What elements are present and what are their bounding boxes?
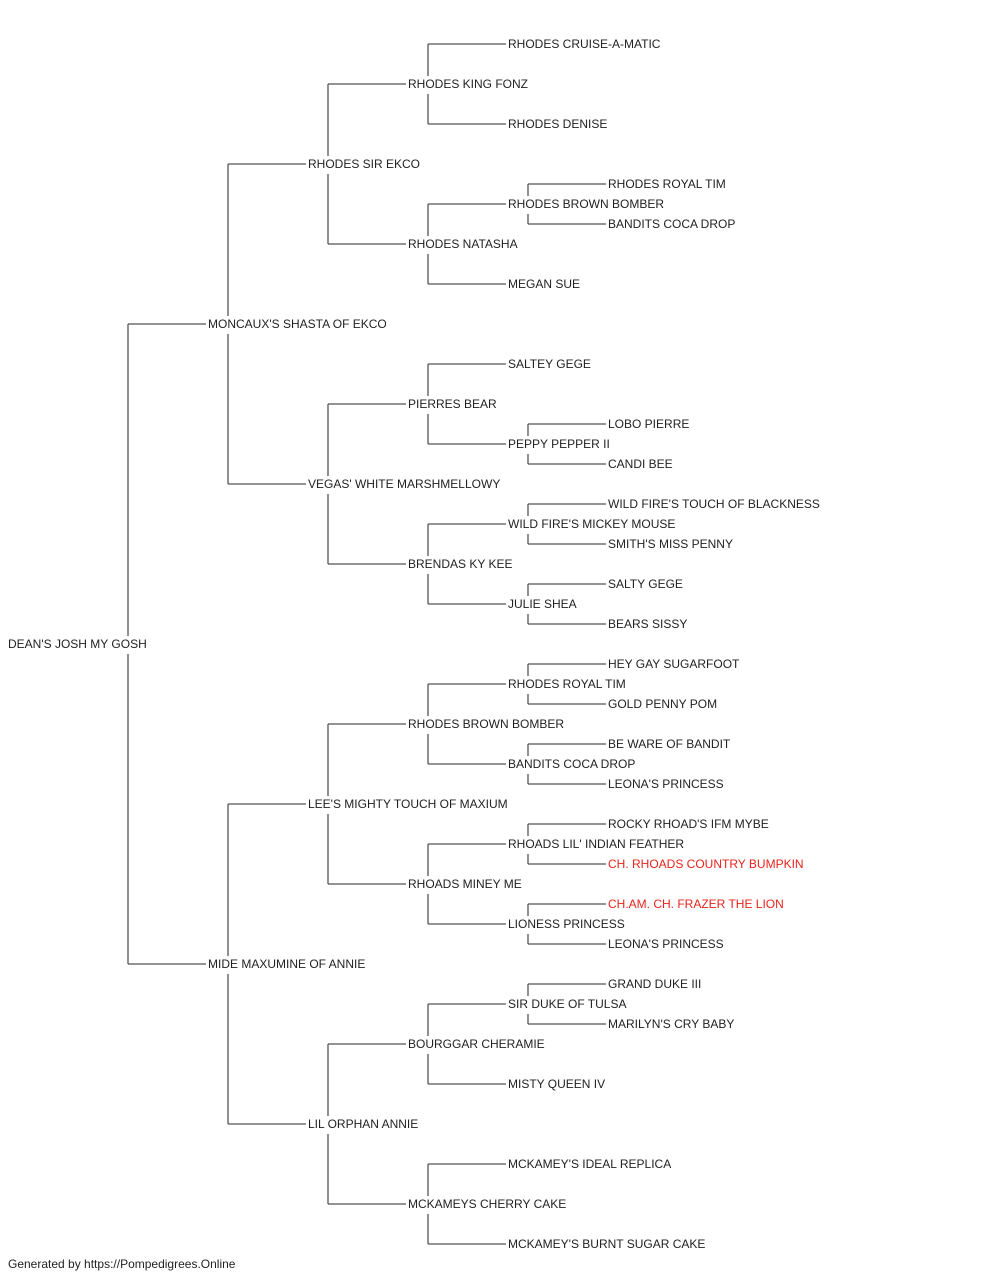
pedigree-name: CH. RHOADS COUNTRY BUMPKIN <box>608 857 804 871</box>
pedigree-name: SALTY GEGE <box>608 577 683 591</box>
pedigree-name: PEPPY PEPPER II <box>508 437 610 451</box>
pedigree-name: RHODES DENISE <box>508 117 607 131</box>
pedigree-name: MCKAMEY'S IDEAL REPLICA <box>508 1157 671 1171</box>
pedigree-name: RHODES ROYAL TIM <box>508 677 626 691</box>
pedigree-name: MISTY QUEEN IV <box>508 1077 605 1091</box>
pedigree-name: RHODES BROWN BOMBER <box>508 197 664 211</box>
pedigree-name: MONCAUX'S SHASTA OF EKCO <box>208 317 387 331</box>
pedigree-name: WILD FIRE'S TOUCH OF BLACKNESS <box>608 497 820 511</box>
pedigree-name: RHODES NATASHA <box>408 237 518 251</box>
pedigree-name: BOURGGAR CHERAMIE <box>408 1037 545 1051</box>
pedigree-name: BANDITS COCA DROP <box>608 217 735 231</box>
pedigree-name: RHODES SIR EKCO <box>308 157 420 171</box>
pedigree-name: SALTEY GEGE <box>508 357 591 371</box>
pedigree-name: LIONESS PRINCESS <box>508 917 625 931</box>
pedigree-name: LEONA'S PRINCESS <box>608 777 724 791</box>
pedigree-name: SIR DUKE OF TULSA <box>508 997 626 1011</box>
pedigree-name: MCKAMEY'S BURNT SUGAR CAKE <box>508 1237 705 1251</box>
footer-credit: Generated by https://Pompedigrees.Online <box>8 1257 236 1271</box>
pedigree-name: WILD FIRE'S MICKEY MOUSE <box>508 517 675 531</box>
pedigree-name: LEE'S MIGHTY TOUCH OF MAXIUM <box>308 797 508 811</box>
pedigree-name: DEAN'S JOSH MY GOSH <box>8 637 147 651</box>
pedigree-name: SMITH'S MISS PENNY <box>608 537 733 551</box>
pedigree-name: RHODES BROWN BOMBER <box>408 717 564 731</box>
pedigree-name: GRAND DUKE III <box>608 977 701 991</box>
pedigree-name: RHODES KING FONZ <box>408 77 528 91</box>
pedigree-name: HEY GAY SUGARFOOT <box>608 657 740 671</box>
pedigree-name: MEGAN SUE <box>508 277 580 291</box>
pedigree-name: RHOADS MINEY ME <box>408 877 522 891</box>
pedigree-name: RHODES CRUISE-A-MATIC <box>508 37 661 51</box>
pedigree-name: MIDE MAXUMINE OF ANNIE <box>208 957 365 971</box>
pedigree-name: BANDITS COCA DROP <box>508 757 635 771</box>
pedigree-name: BRENDAS KY KEE <box>408 557 512 571</box>
pedigree-name: PIERRES BEAR <box>408 397 497 411</box>
pedigree-name: ROCKY RHOAD'S IFM MYBE <box>608 817 769 831</box>
pedigree-name: MCKAMEYS CHERRY CAKE <box>408 1197 566 1211</box>
pedigree-name: RHOADS LIL' INDIAN FEATHER <box>508 837 684 851</box>
pedigree-name: GOLD PENNY POM <box>608 697 717 711</box>
pedigree-name: CH.AM. CH. FRAZER THE LION <box>608 897 784 911</box>
pedigree-name: BEARS SISSY <box>608 617 687 631</box>
pedigree-name: LIL ORPHAN ANNIE <box>308 1117 418 1131</box>
pedigree-name: MARILYN'S CRY BABY <box>608 1017 734 1031</box>
pedigree-name: RHODES ROYAL TIM <box>608 177 726 191</box>
pedigree-name: LEONA'S PRINCESS <box>608 937 724 951</box>
pedigree-name: CANDI BEE <box>608 457 673 471</box>
pedigree-name: VEGAS' WHITE MARSHMELLOWY <box>308 477 500 491</box>
pedigree-name: BE WARE OF BANDIT <box>608 737 731 751</box>
pedigree-name: JULIE SHEA <box>508 597 577 611</box>
pedigree-name: LOBO PIERRE <box>608 417 689 431</box>
